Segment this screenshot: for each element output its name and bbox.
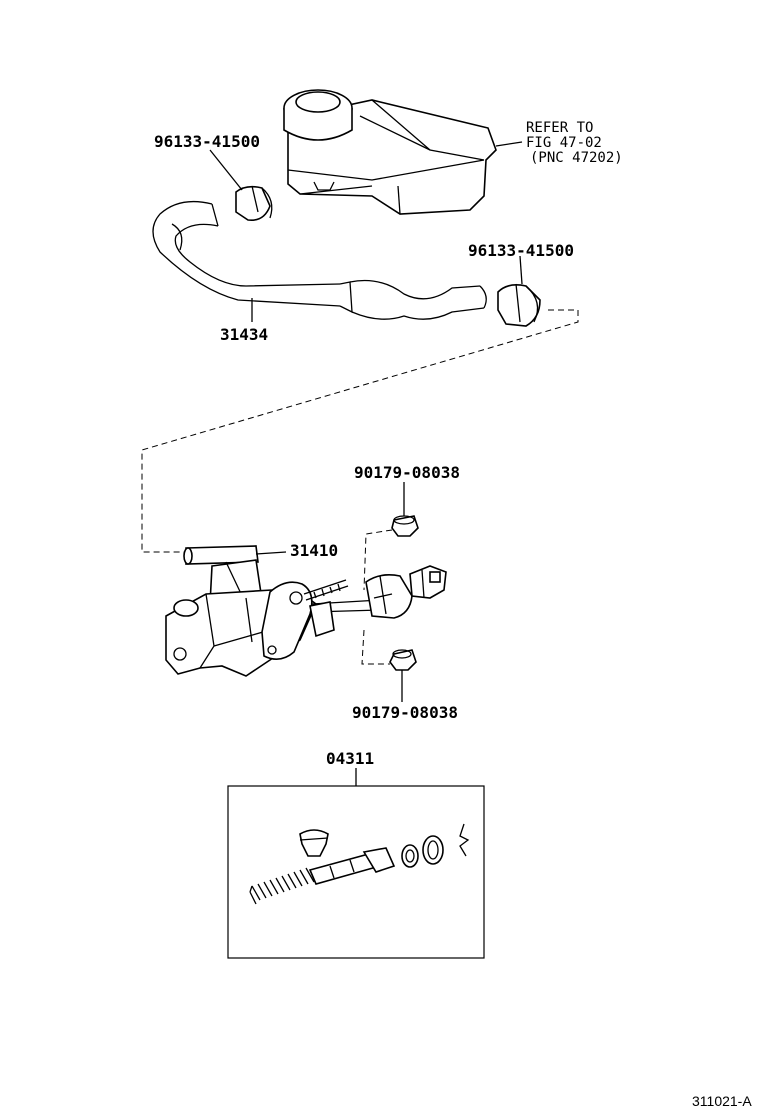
label-grommet-lower: 90179-08038 [352, 703, 458, 722]
label-repair-kit: 04311 [326, 749, 374, 768]
connector-dash-grommet-lower [361, 629, 390, 665]
hose-clamp-upper [235, 185, 273, 222]
repair-kit-parts [249, 823, 470, 905]
figure-code: 311021-A [692, 1093, 752, 1109]
leader-clamp-upper [209, 149, 243, 191]
grommet-upper [391, 515, 419, 537]
label-clamp-right: 96133-41500 [468, 241, 574, 260]
leader-refer [495, 141, 523, 147]
label-grommet-upper: 90179-08038 [354, 463, 460, 482]
refer-line-1: REFER TO [526, 120, 593, 136]
refer-line-2: FIG 47-02 [526, 135, 602, 151]
refer-line-3: (PNC 47202) [530, 150, 623, 166]
leader-clamp-right [519, 255, 523, 285]
reservoir-hose [152, 200, 487, 320]
grommet-lower [389, 649, 417, 671]
reservoir-tank [283, 89, 497, 215]
leader-cylinder [255, 551, 287, 555]
label-clamp-upper: 96133-41500 [154, 132, 260, 151]
label-cylinder: 31410 [290, 541, 338, 560]
clutch-master-cylinder [165, 545, 447, 677]
connector-dash-hose-cylinder [141, 309, 579, 553]
label-hose: 31434 [220, 325, 268, 344]
hose-clamp-right [497, 283, 541, 327]
connector-dash-grommet-upper [363, 529, 393, 591]
